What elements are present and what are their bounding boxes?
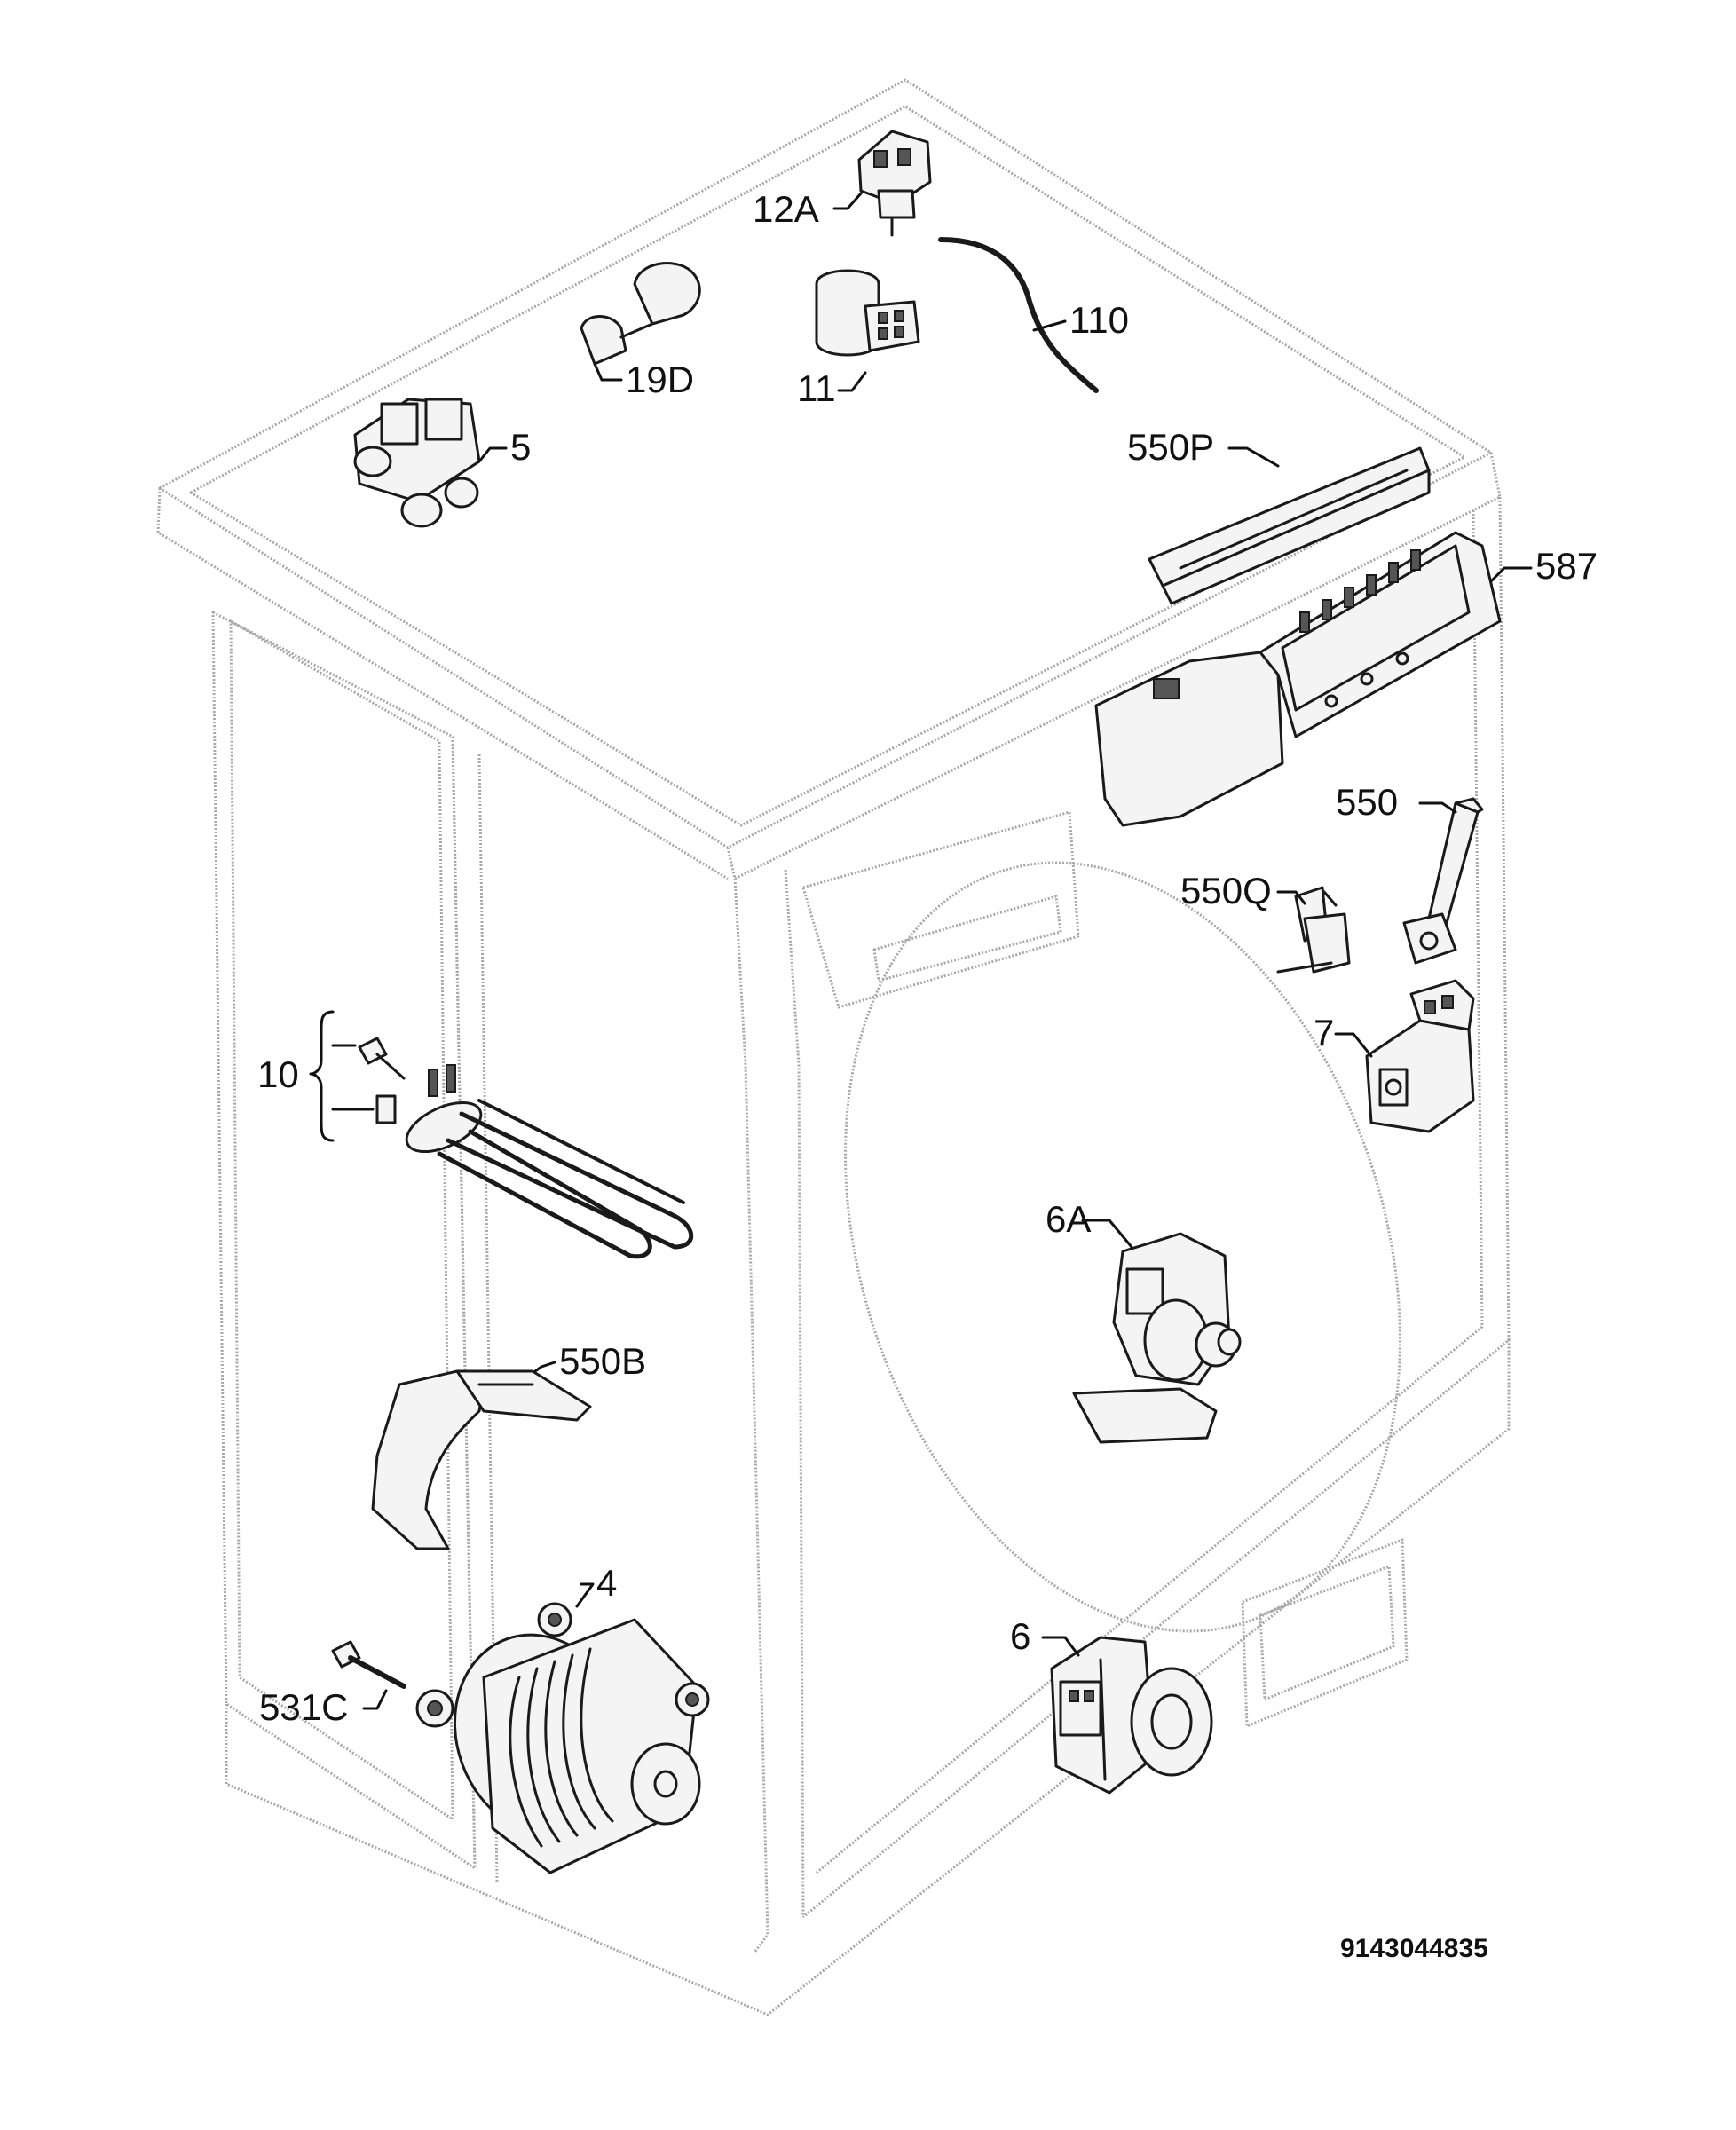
label-6: 6 (1010, 1615, 1030, 1657)
label-550B: 550B (559, 1340, 646, 1382)
part-6-drain-pump (1050, 1636, 1213, 1795)
label-4: 4 (596, 1562, 617, 1604)
part-12A-pressure-switch (857, 130, 932, 237)
label-550Q: 550Q (1180, 870, 1272, 911)
label-6A: 6A (1046, 1198, 1091, 1240)
label-110: 110 (1069, 299, 1129, 341)
label-531C: 531C (259, 1686, 348, 1728)
part-550Q-clip (1276, 886, 1351, 974)
cabinet-outline (156, 78, 1511, 2016)
label-550: 550 (1336, 781, 1398, 823)
part-587-control-module (1094, 531, 1502, 827)
part-10-heating-element (358, 1037, 694, 1259)
label-7: 7 (1314, 1012, 1334, 1053)
label-550P: 550P (1127, 426, 1214, 468)
label-19D: 19D (626, 359, 694, 400)
part-550P-panel-strip (1148, 446, 1431, 605)
part-5-inlet-valve (353, 398, 481, 528)
part-11-interference-filter (815, 269, 920, 357)
part-550-actuator-lever (1402, 797, 1484, 965)
callout-labels: 12A 110 19D 11 5 550P 587 550 550Q 7 10 … (257, 188, 1598, 1963)
label-12A: 12A (753, 188, 819, 230)
drawing-number: 9143044835 (1340, 1934, 1488, 1963)
part-531C-screw (331, 1640, 406, 1689)
label-5: 5 (510, 426, 531, 468)
label-10: 10 (257, 1053, 299, 1095)
part-6A-drain-pump (1072, 1232, 1242, 1444)
part-110-hose (938, 237, 1099, 393)
part-4-motor (415, 1602, 710, 1874)
part-7-door-lock (1365, 979, 1475, 1133)
leader-lines (309, 192, 1533, 1710)
part-19D-bracket (580, 262, 701, 366)
part-550B-shield (371, 1369, 592, 1550)
label-11: 11 (797, 367, 836, 409)
label-587: 587 (1535, 545, 1598, 587)
